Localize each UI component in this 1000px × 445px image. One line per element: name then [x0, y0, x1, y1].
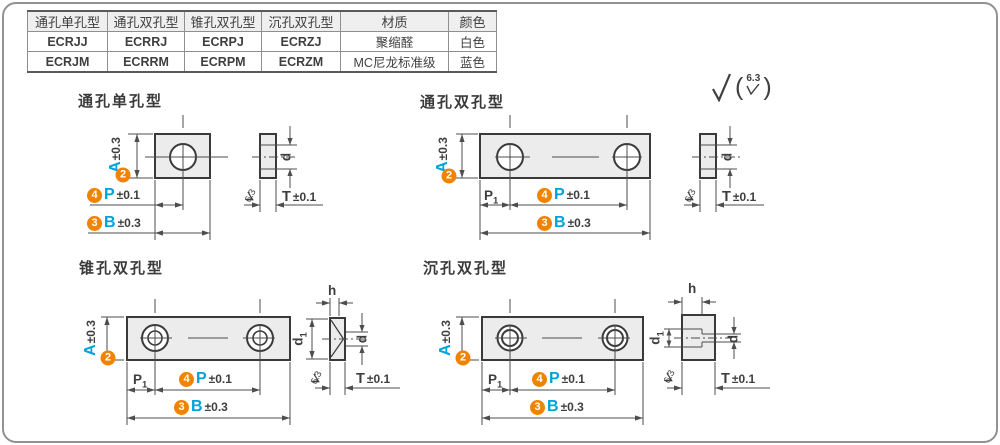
table-row: ECRJM ECRRM ECRPM ECRZM MC尼龙标准级 蓝色: [27, 51, 497, 73]
drawing-through-single: [88, 115, 323, 240]
dim-a-label: A±0.3: [82, 320, 99, 356]
finish-mark-icon: 6.3: [308, 369, 325, 387]
dim-d-label: d: [725, 334, 741, 344]
side-view-lines: [664, 297, 770, 395]
dim-t-label: T±0.1: [282, 189, 317, 205]
center-lines: [145, 115, 228, 210]
table-row: ECRJJ ECRRJ ECRPJ ECRZJ 聚缩醛 白色: [27, 31, 497, 52]
table-header-row: 通孔单孔型 通孔双孔型 锥孔双孔型 沉孔双孔型 材质 颜色: [27, 10, 497, 32]
side-view-outline: [259, 133, 277, 179]
center-lines: [495, 299, 630, 395]
roughness-number: 6.3: [746, 72, 761, 84]
finish-mark-icon: 6.3: [682, 187, 699, 205]
side-view-outline: [699, 133, 717, 179]
section-title: 沉孔双孔型: [423, 260, 509, 277]
dim-t-label: T±0.1: [356, 371, 391, 387]
part-code: ECRJM: [27, 51, 108, 73]
center-lines: [140, 299, 275, 395]
dim-t-label: T±0.1: [722, 189, 757, 205]
side-view-lines: [684, 126, 764, 212]
dim-d-label: d: [719, 152, 735, 162]
dimension-lines: [88, 133, 211, 240]
col-header-through-double: 通孔双孔型: [107, 10, 185, 32]
dim-d1-label: d1: [647, 331, 667, 345]
col-header-taper-double: 锥孔双孔型: [184, 10, 262, 32]
color-cell: 蓝色: [448, 51, 497, 73]
paren-open: (: [735, 72, 744, 101]
part-code: ECRPM: [184, 51, 262, 73]
part-code: ECRPJ: [184, 31, 262, 52]
dim-p1-label: P1: [488, 372, 503, 391]
material-cell: MC尼龙标准级: [340, 51, 449, 73]
dim-d1-label: d1: [290, 332, 310, 346]
drawing-taper-double: [101, 298, 400, 425]
col-header-color: 颜色: [448, 10, 497, 32]
surface-finish-symbol: ( 6.3 ): [712, 72, 772, 102]
finish-mark-icon: 6.3: [242, 187, 259, 205]
dim-h-label: h: [688, 281, 697, 296]
badge-2: 2: [441, 168, 457, 184]
section-title: 通孔双孔型: [420, 94, 506, 111]
part-code: ECRRM: [107, 51, 185, 73]
col-header-through-single: 通孔单孔型: [27, 10, 108, 32]
part-code: ECRZJ: [261, 31, 341, 52]
col-header-counterbore-double: 沉孔双孔型: [261, 10, 341, 32]
section-title: 通孔单孔型: [78, 93, 164, 110]
badge-2: 2: [115, 167, 131, 183]
machining-check-icon: [746, 83, 760, 95]
side-view-lines: [244, 126, 323, 212]
dim-t-label: T±0.1: [721, 371, 756, 387]
badge-2: 2: [100, 350, 116, 366]
color-cell: 白色: [448, 31, 497, 52]
dim-d-label: d: [354, 334, 370, 344]
check-icon: [712, 73, 732, 102]
part-code: ECRRJ: [107, 31, 185, 52]
side-view-lines: [306, 298, 400, 395]
dim-p1-label: P1: [133, 372, 148, 391]
section-title: 锥孔双孔型: [79, 260, 165, 277]
center-lines: [495, 115, 642, 210]
badge-2: 2: [455, 350, 471, 366]
dim-h-label: h: [328, 283, 337, 298]
part-number-table: 通孔单孔型 通孔双孔型 锥孔双孔型 沉孔双孔型 材质 颜色 ECRJJ ECRR…: [27, 10, 497, 73]
paren-close: ): [763, 72, 772, 101]
col-header-material: 材质: [340, 10, 449, 32]
drawing-counterbore-double: [456, 297, 770, 425]
drawing-through-double: [456, 115, 764, 240]
material-cell: 聚缩醛: [340, 31, 449, 52]
finish-mark-icon: 6.3: [661, 368, 678, 386]
roughness-value: 6.3: [746, 72, 761, 95]
part-code: ECRJJ: [27, 31, 108, 52]
dim-d-label: d: [278, 152, 294, 162]
dimension-lines: [456, 133, 651, 240]
dim-p1-label: P1: [484, 188, 499, 207]
dim-a-label: A±0.3: [437, 320, 454, 356]
part-code: ECRZM: [261, 51, 341, 73]
